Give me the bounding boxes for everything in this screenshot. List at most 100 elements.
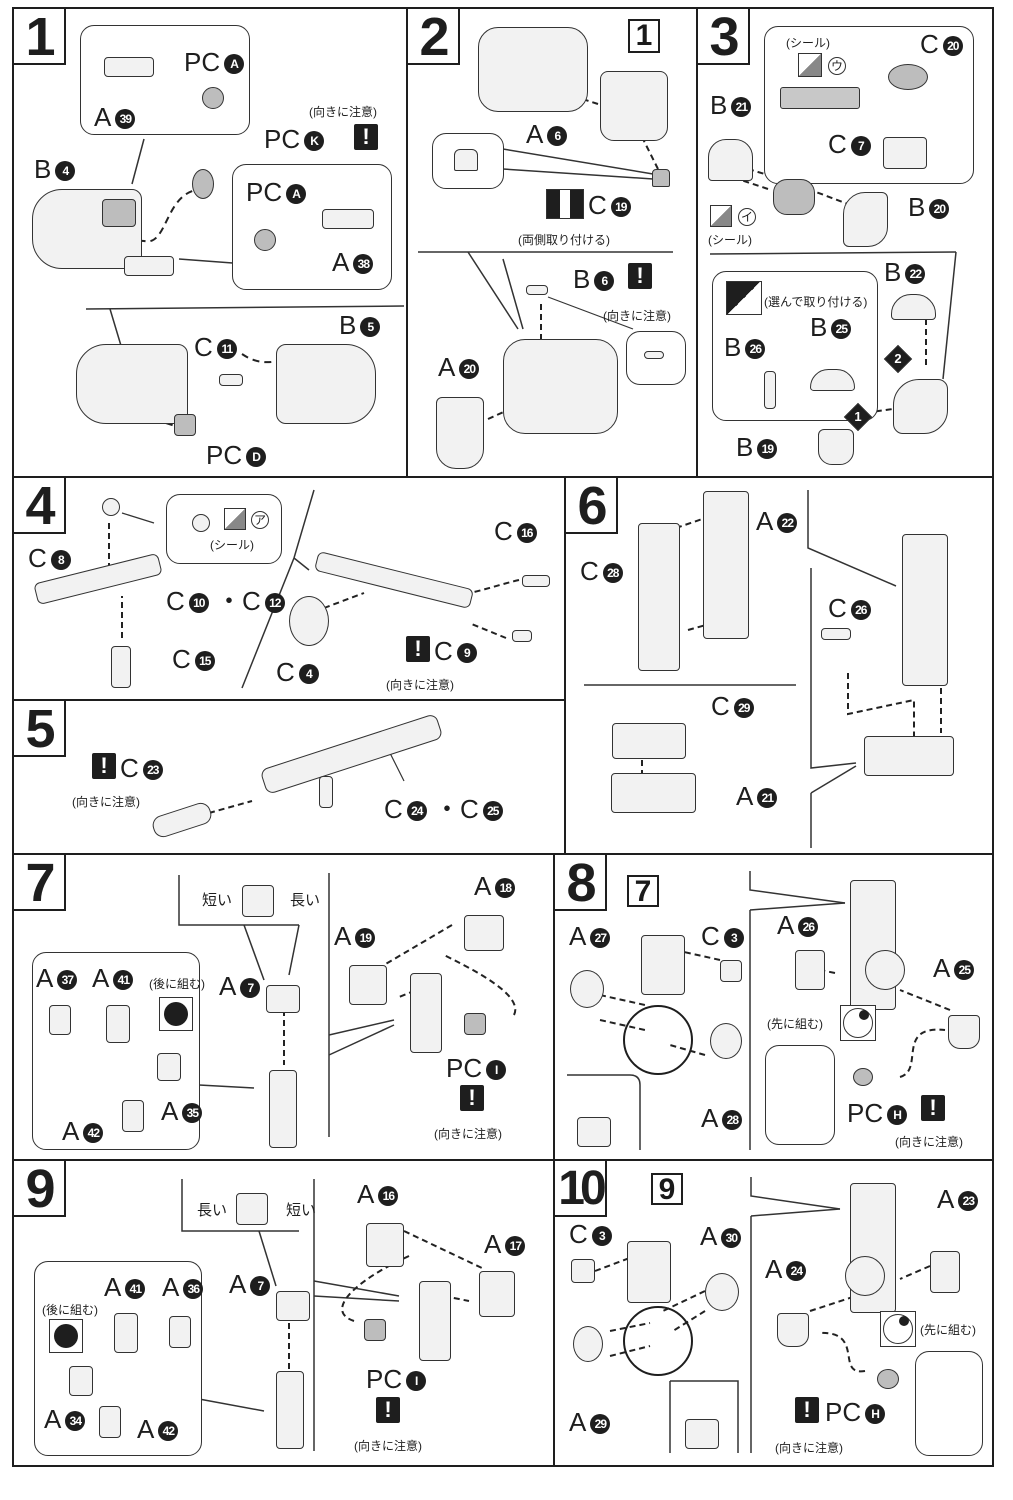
step-10-number: 10 [555,1161,607,1217]
caution-icon: ! [406,636,430,662]
part-a34-shape [69,1366,93,1396]
part-a21-shape [611,773,696,813]
step-6-number: 6 [566,478,618,534]
part-b5-shape [276,344,376,424]
part-c16-shape [522,575,550,587]
part-pc-k-shape [192,169,214,199]
part-b6-detail-shape [644,351,664,359]
part-leg-frame-right-shape [419,1281,451,1361]
part-a19-shape [349,965,387,1005]
part-c29-shape [612,723,686,759]
step-2-reference-step-box: 1 [628,19,660,53]
step-9-caution-note: (向きに注意) [354,1439,422,1453]
sticker-i-marker: イ [738,208,756,226]
first-assembly-icon [880,1311,916,1347]
order-2-marker: 2 [883,344,913,374]
part-a7-detail-shape [236,1193,268,1225]
step-1-caution-note: (向きに注意) [309,105,377,119]
step-1-detail-bubble-top [80,25,250,135]
part-joint-detail-shape [685,1419,719,1449]
part-pc-d-shape [174,414,196,436]
part-a29-shape [573,1326,603,1362]
part-b22-shape [891,294,936,320]
part-b6-shape [526,285,548,295]
part-a38-assembled-shape [124,256,174,276]
part-pc-a-mid-shape [254,229,276,251]
sticker-icon [710,205,732,227]
step-4-caution-note: (向きに注意) [386,678,454,692]
part-c28-shape [638,523,680,671]
both-sides-icon [546,189,584,219]
later-assembly-icon [159,997,193,1031]
part-c20-shape [888,64,928,90]
step-8-reference-step-box: 7 [627,875,659,907]
long-label: 長い [290,892,321,909]
part-a42-shape [122,1100,144,1132]
step-7-number: 7 [14,855,66,911]
detail-magnifier-circle [623,1306,693,1376]
step-8-caution-note: (向きに注意) [895,1135,963,1149]
first-note: (先に組む) [767,1017,823,1031]
step-9-number: 9 [14,1161,66,1217]
long-label: 長い [197,1202,228,1219]
later-note: (後に組む) [42,1303,98,1317]
first-assembly-icon [840,1005,876,1041]
step-3-sticker-label-top: (シール) [786,36,830,50]
part-stand-assembled-shape [902,534,948,686]
part-c3-shape [720,960,742,982]
part-joint-detail-shape [577,1117,611,1147]
part-rifle-assembled-shape [313,550,475,610]
part-pc-h-shape [853,1068,873,1086]
step-2-both-sides-note: (両側取り付ける) [518,233,610,247]
part-c4-shape [289,596,329,646]
part-c20-c7-assembled-shape [773,179,815,215]
part-torso-assembly-shape [76,344,188,424]
part-pc-a-top-shape [202,87,224,109]
step-3-choose-note: (選んで取り付ける) [764,295,868,309]
short-label: 短い [202,892,233,909]
part-a16-shape [366,1223,404,1267]
separator-dot: ・ [426,794,461,824]
part-b21-shape [708,139,753,181]
part-b25-shape [810,369,855,391]
part-pc-h-shape [877,1369,899,1389]
part-leg-assembled-shape [850,880,896,1010]
sticker-u-marker: ウ [828,57,846,75]
part-c15-shape [111,646,131,688]
part-a18-shape [464,915,504,951]
step-3-number: 3 [698,9,750,65]
step-2-number: 2 [408,9,460,65]
part-a17-shape [479,1271,515,1317]
caution-icon: ! [628,263,652,289]
